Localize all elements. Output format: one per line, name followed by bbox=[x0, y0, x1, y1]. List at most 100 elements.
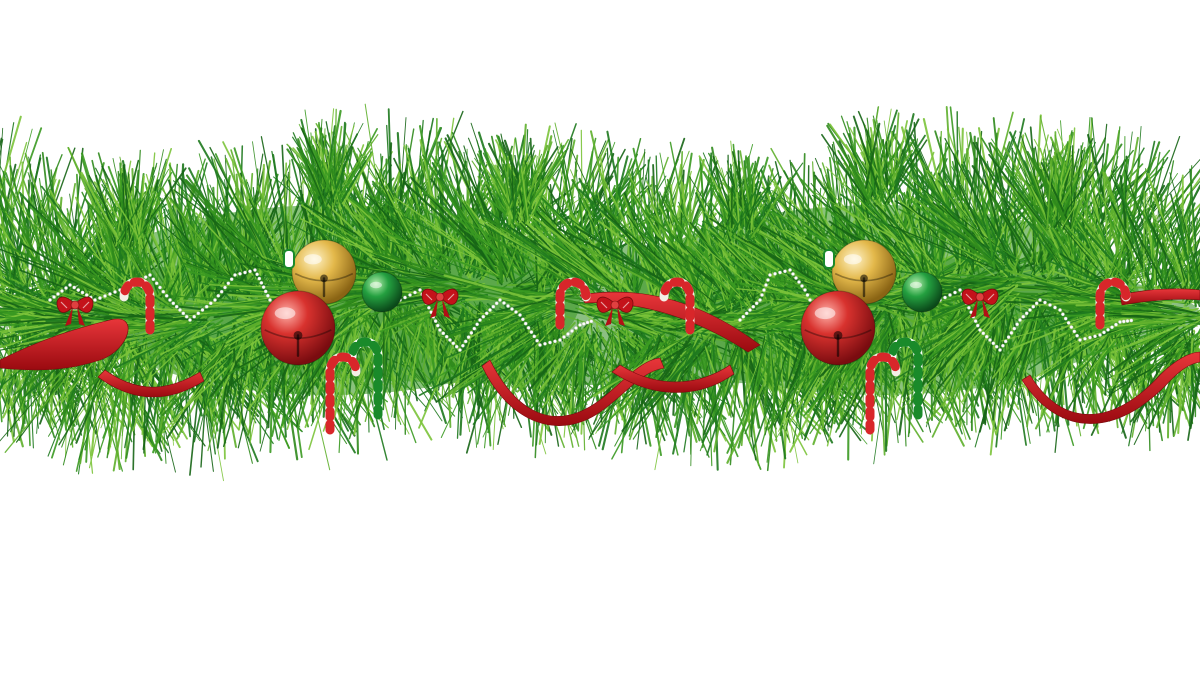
pine-needle bbox=[533, 312, 536, 386]
pine-needle bbox=[763, 330, 774, 415]
pine-needle bbox=[441, 149, 445, 259]
pine-needle bbox=[464, 319, 564, 387]
pine-needle bbox=[539, 314, 548, 416]
pine-needle bbox=[516, 322, 593, 393]
pine-needle bbox=[347, 313, 395, 424]
pine-needle bbox=[336, 306, 347, 378]
pine-needle bbox=[434, 117, 438, 259]
pine-needle bbox=[70, 337, 126, 446]
pine-needle bbox=[866, 140, 923, 270]
pine-needle bbox=[132, 314, 212, 388]
pine-needle bbox=[446, 134, 521, 274]
pine-needle bbox=[701, 207, 728, 311]
pine-needle bbox=[442, 316, 485, 399]
pine-needle bbox=[4, 349, 90, 453]
pine-needle bbox=[231, 336, 245, 432]
pine-needle bbox=[779, 342, 792, 437]
pine-needle bbox=[0, 200, 53, 295]
pine-needle bbox=[508, 213, 543, 291]
pine-needle bbox=[142, 320, 211, 386]
pine-needle bbox=[0, 226, 26, 294]
pine-needle bbox=[643, 334, 694, 406]
pine-needle bbox=[19, 193, 61, 298]
pine-needle bbox=[235, 324, 269, 429]
pine-needle bbox=[766, 339, 782, 472]
pine-needle bbox=[835, 325, 888, 433]
pine-needle bbox=[544, 169, 578, 281]
pine-needle bbox=[638, 342, 708, 415]
pine-needle bbox=[379, 296, 479, 333]
pine-needle bbox=[541, 139, 576, 285]
pine-needle bbox=[646, 212, 747, 299]
pine-needle bbox=[407, 314, 428, 406]
pine-needle bbox=[403, 315, 426, 396]
pine-needle bbox=[280, 300, 348, 427]
pine-needle bbox=[154, 348, 172, 454]
pine-needle bbox=[714, 231, 783, 302]
pine-needle bbox=[557, 235, 613, 293]
pine-needle bbox=[430, 200, 503, 284]
pine-needle bbox=[67, 147, 137, 294]
pine-needle bbox=[421, 189, 525, 274]
pine-needle bbox=[0, 277, 34, 297]
pine-needle bbox=[514, 320, 565, 362]
pine-needle bbox=[385, 283, 475, 288]
pine-needle bbox=[660, 329, 729, 342]
pine-needle bbox=[604, 213, 715, 303]
pine-needle bbox=[382, 221, 435, 272]
pine-needle bbox=[178, 176, 271, 295]
pine-needle bbox=[594, 239, 694, 312]
pine-needle bbox=[581, 332, 665, 398]
pine-needle bbox=[0, 275, 11, 285]
pine-needle bbox=[385, 190, 408, 273]
pine-needle bbox=[54, 333, 136, 418]
pine-needle bbox=[828, 306, 903, 425]
pine-needle bbox=[740, 341, 767, 417]
pine-needle bbox=[447, 311, 470, 392]
pine-needle bbox=[514, 330, 564, 367]
pine-needle bbox=[193, 335, 255, 378]
pine-needle bbox=[482, 284, 553, 297]
pine-needle bbox=[418, 316, 466, 429]
pine-needle bbox=[870, 218, 921, 273]
pine-needle bbox=[133, 335, 161, 419]
pine-needle bbox=[443, 274, 549, 304]
pine-needle bbox=[597, 221, 613, 307]
pine-needle bbox=[419, 155, 433, 260]
pine-needle bbox=[785, 333, 809, 432]
pine-needle bbox=[0, 388, 11, 414]
pine-needle bbox=[785, 333, 806, 388]
pine-needle bbox=[461, 202, 504, 269]
pine-needle bbox=[374, 168, 425, 276]
pine-needle bbox=[884, 321, 899, 444]
pine-needle bbox=[779, 340, 787, 457]
pine-needle bbox=[467, 330, 554, 376]
pine-needle bbox=[84, 348, 161, 455]
pine-needle bbox=[2, 170, 12, 285]
pine-needle bbox=[687, 254, 748, 308]
pine-needle bbox=[0, 115, 22, 193]
pine-needle bbox=[160, 239, 171, 305]
pine-needle bbox=[407, 310, 427, 366]
pine-needle bbox=[477, 222, 613, 297]
pine-needle bbox=[0, 320, 29, 402]
pine-needle bbox=[116, 317, 196, 372]
pine-needle bbox=[482, 316, 541, 438]
pine-needle bbox=[197, 139, 277, 278]
pine-needle bbox=[389, 300, 393, 394]
pine-needle bbox=[769, 345, 778, 442]
pine-needle bbox=[226, 221, 281, 280]
pine-needle bbox=[422, 154, 502, 272]
pine-needle bbox=[646, 180, 712, 308]
pine-needle bbox=[0, 369, 21, 422]
pine-needle bbox=[439, 310, 539, 337]
pine-needle bbox=[348, 315, 389, 440]
pine-needle bbox=[834, 204, 936, 263]
pine-needle bbox=[508, 321, 576, 396]
pine-needle bbox=[681, 219, 729, 295]
pine-needle bbox=[0, 263, 18, 294]
pine-needle bbox=[387, 163, 402, 266]
pine-needle bbox=[0, 127, 4, 176]
